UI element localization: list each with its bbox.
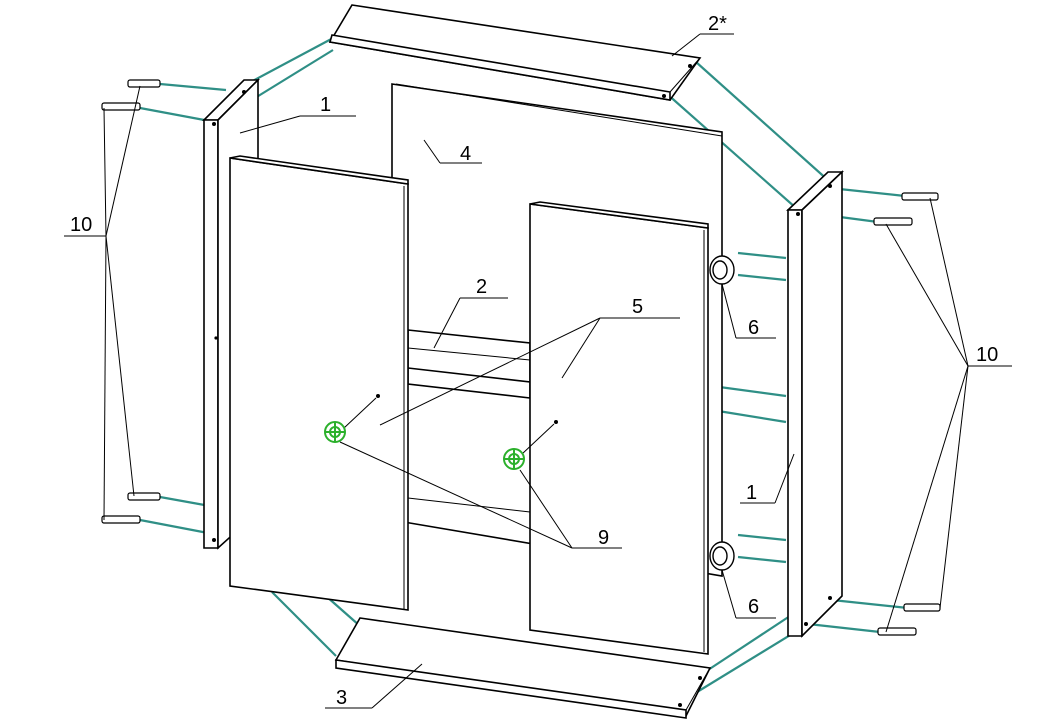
label-back-panel: 4: [460, 143, 471, 165]
hinge-top: [709, 255, 735, 285]
label-hinge-top: 6: [748, 317, 759, 339]
right-side-panel: [785, 170, 845, 638]
label-hinge-bottom: 6: [748, 596, 759, 618]
fastener-pins-right: [873, 192, 941, 636]
bottom-panel: [334, 617, 712, 719]
top-panel: [328, 4, 702, 101]
part-labels: 2* 1 4 2 5 6 9 6 1 3 10 10: [70, 13, 998, 709]
label-fasteners-left: 10: [70, 214, 92, 236]
hinge-bottom: [709, 541, 735, 571]
label-bottom-panel: 3: [336, 687, 347, 709]
shelf: [407, 329, 531, 513]
label-fasteners-right: 10: [976, 344, 998, 366]
right-door: [529, 201, 709, 655]
label-side-panel-left: 1: [320, 94, 331, 116]
label-top-panel: 2*: [708, 13, 727, 35]
connector-lines: [139, 36, 909, 701]
knob-left: [324, 394, 380, 443]
label-knobs: 9: [598, 527, 609, 549]
label-shelf: 2: [476, 276, 487, 298]
knob-right: [503, 420, 558, 470]
label-side-panel-right: 1: [746, 482, 757, 504]
left-door: [229, 155, 409, 611]
fastener-pins-left: [101, 79, 161, 524]
leader-lines: [64, 33, 1012, 709]
label-doors: 5: [632, 296, 643, 318]
